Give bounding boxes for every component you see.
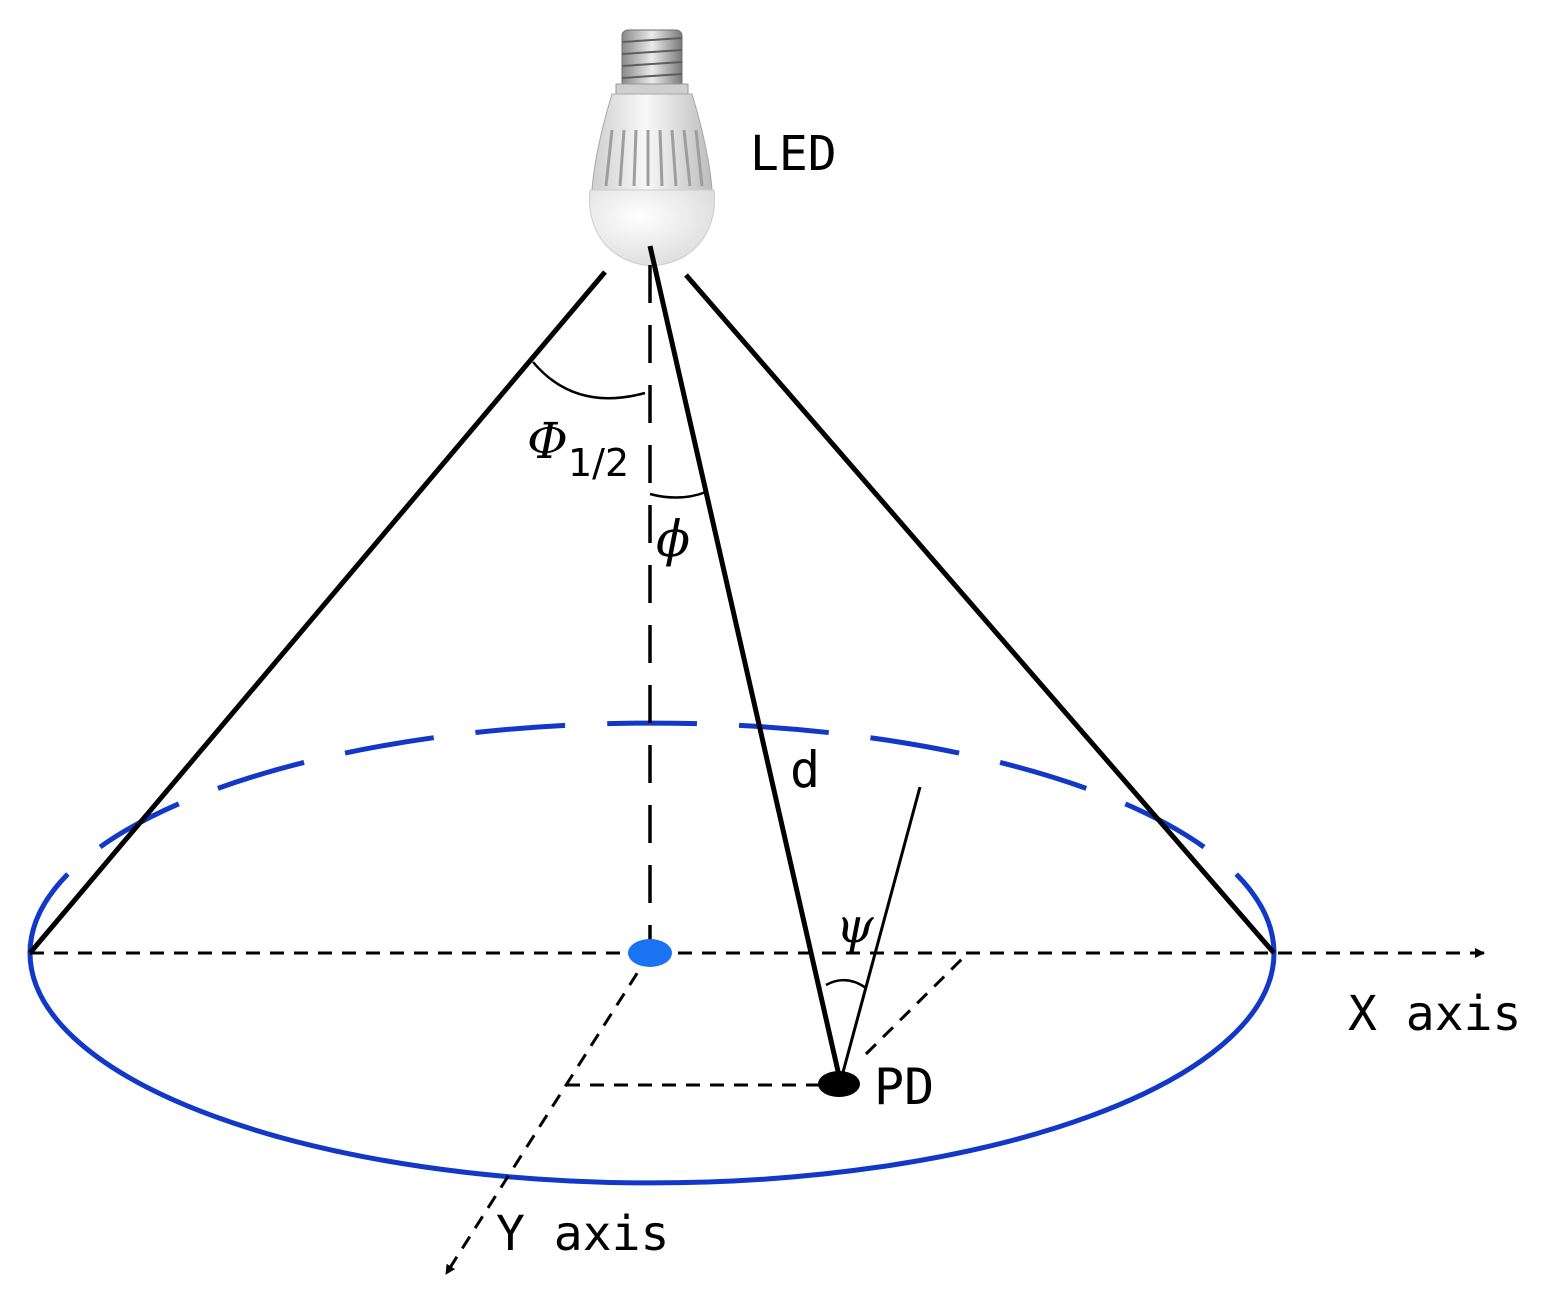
half-angle-subscript: 1/2 xyxy=(568,441,629,485)
y-axis-line xyxy=(444,952,652,1275)
pd-dot xyxy=(818,1071,860,1097)
floor-center-dot xyxy=(628,939,672,967)
coverage-ellipse-front xyxy=(27,952,1277,1186)
half-angle-label: Φ1/2 xyxy=(527,412,629,485)
led-label: LED xyxy=(750,126,837,182)
pd-normal-line xyxy=(840,786,922,1077)
coverage-ellipse-back xyxy=(27,720,1277,954)
x-axis-label: X axis xyxy=(1348,986,1521,1042)
pd-label: PD xyxy=(874,1058,934,1116)
cone-edge-right xyxy=(684,273,1276,955)
emission-angle-arc xyxy=(649,490,707,499)
incidence-angle-arc xyxy=(825,979,867,990)
distance-label: d xyxy=(790,741,820,799)
cone-edge-left xyxy=(28,270,607,955)
half-angle-arc xyxy=(532,361,646,400)
incidence-angle-label: ψ xyxy=(836,898,875,954)
emission-angle-label: ϕ xyxy=(656,510,690,568)
led-bulb-icon xyxy=(588,29,716,267)
distance-line xyxy=(647,245,843,1081)
y-axis-label: Y axis xyxy=(496,1206,669,1262)
pd-projection-y-line xyxy=(864,951,970,1056)
